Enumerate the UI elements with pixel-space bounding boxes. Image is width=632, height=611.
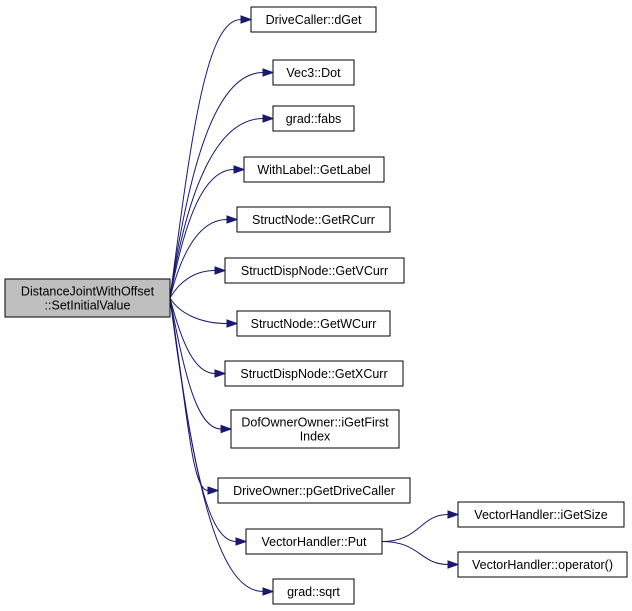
edge-root-to-structnode-getrcurr (169, 215, 239, 299)
edge-root-to-grad-fabs (169, 114, 275, 299)
node-box (230, 409, 400, 449)
node-box (272, 578, 355, 605)
arrow-head (447, 510, 460, 519)
arrow-head (214, 266, 227, 275)
node-vec3-dot[interactable]: Vec3::Dot (272, 59, 355, 86)
node-box (236, 310, 391, 337)
edge-vectorhandler-put-to-vectorhandler-operator (381, 541, 460, 569)
node-label: DofOwnerOwner::iGetFirst (241, 416, 389, 430)
node-label: StructNode::GetRCurr (252, 213, 375, 227)
edge-root-to-grad-sqrt (169, 297, 275, 596)
edge-line (169, 297, 237, 542)
node-vectorhandler-igetsize[interactable]: VectorHandler::iGetSize (457, 501, 625, 528)
edge-root-to-drivecaller-dget (169, 15, 253, 299)
arrow-head (240, 15, 253, 24)
edge-line (169, 297, 228, 324)
node-grad-fabs[interactable]: grad::fabs (272, 105, 355, 132)
node-label: VectorHandler::Put (262, 535, 367, 549)
node-label: StructDispNode::GetXCurr (240, 367, 387, 381)
node-withlabel-getlabel[interactable]: WithLabel::GetLabel (243, 156, 385, 183)
node-structnode-getrcurr[interactable]: StructNode::GetRCurr (236, 206, 391, 233)
node-box (224, 257, 405, 284)
node-vectorhandler-put[interactable]: VectorHandler::Put (245, 528, 383, 555)
node-vectorhandler-operator[interactable]: VectorHandler::operator() (457, 551, 628, 578)
arrow-head (226, 319, 239, 328)
edge-line (169, 19, 242, 299)
node-box (4, 278, 171, 318)
node-box (243, 156, 385, 183)
edge-root-to-structdispnode-getxcurr (169, 297, 227, 378)
edge-line (169, 169, 235, 299)
arrow-head (207, 486, 220, 495)
edge-line (169, 297, 264, 592)
node-box (245, 528, 383, 555)
node-label: StructDispNode::GetVCurr (241, 264, 388, 278)
edge-root-to-structnode-getwcurr (169, 297, 239, 328)
node-label: VectorHandler::operator() (472, 558, 613, 572)
arrow-head (262, 587, 275, 596)
node-structdispnode-getvcurr[interactable]: StructDispNode::GetVCurr (224, 257, 405, 284)
arrow-head (262, 114, 275, 123)
node-label: WithLabel::GetLabel (257, 163, 370, 177)
node-box (236, 206, 391, 233)
node-label: Vec3::Dot (286, 66, 341, 80)
node-label: ::SetInitialValue (45, 299, 131, 313)
node-box (272, 105, 355, 132)
edge-line (169, 297, 222, 430)
edge-line (169, 270, 216, 299)
edge-line (169, 118, 264, 299)
edge-root-to-structdispnode-getvcurr (169, 266, 227, 299)
node-label: DriveCaller::dGet (266, 13, 362, 27)
arrow-head (220, 424, 233, 434)
arrow-head (226, 215, 239, 224)
node-box (457, 551, 628, 578)
node-label: StructNode::GetWCurr (251, 317, 377, 331)
node-box (217, 477, 411, 504)
node-label: DriveOwner::pGetDriveCaller (233, 484, 395, 498)
arrow-head (235, 537, 248, 546)
node-label: grad::sqrt (287, 585, 340, 599)
node-grad-sqrt[interactable]: grad::sqrt (272, 578, 355, 605)
edge-line (381, 514, 449, 542)
node-box (224, 360, 404, 387)
edge-root-to-dofownerowner-igetfirstindex (169, 297, 233, 434)
arrow-head (233, 165, 246, 174)
node-label: VectorHandler::iGetSize (474, 508, 607, 522)
edge-root-to-withlabel-getlabel (169, 165, 246, 299)
node-label: DistanceJointWithOffset (21, 285, 155, 299)
node-driveowner-pgetdrivecaller[interactable]: DriveOwner::pGetDriveCaller (217, 477, 411, 504)
node-drivecaller-dget[interactable]: DriveCaller::dGet (250, 6, 377, 33)
node-box (250, 6, 377, 33)
edge-root-to-vec3-dot (169, 68, 275, 299)
edge-line (169, 72, 264, 299)
arrow-head (447, 560, 460, 569)
edge-root-to-driveowner-pgetdrivecaller (169, 297, 220, 495)
node-label: grad::fabs (286, 112, 342, 126)
edge-line (169, 219, 228, 299)
edges-layer (169, 15, 460, 596)
nodes-layer: DistanceJointWithOffset::SetInitialValue… (4, 6, 628, 605)
node-structdispnode-getxcurr[interactable]: StructDispNode::GetXCurr (224, 360, 404, 387)
node-root[interactable]: DistanceJointWithOffset::SetInitialValue (4, 278, 171, 318)
arrow-head (262, 68, 275, 77)
edge-line (381, 541, 449, 565)
edge-line (169, 297, 216, 374)
node-label: Index (300, 430, 331, 444)
edge-vectorhandler-put-to-vectorhandler-igetsize (381, 510, 460, 542)
node-structnode-getwcurr[interactable]: StructNode::GetWCurr (236, 310, 391, 337)
arrow-head (214, 369, 227, 378)
node-box (272, 59, 355, 86)
node-box (457, 501, 625, 528)
